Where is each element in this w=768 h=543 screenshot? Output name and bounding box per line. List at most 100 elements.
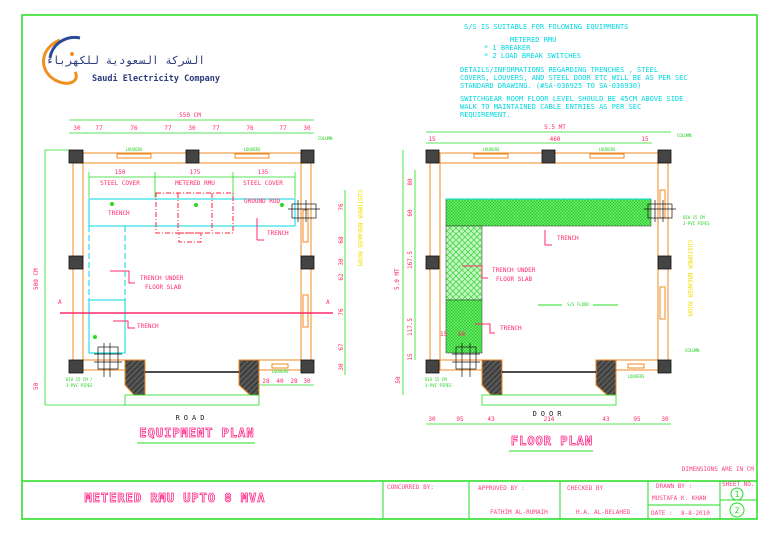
- trench-under-slab-label: FLOOR SLAB: [496, 276, 533, 283]
- cover-label: STEEL COVER: [243, 180, 283, 187]
- trench-under-slab: [88, 299, 126, 354]
- dimension-label: 135: [258, 169, 269, 176]
- dimension-label: 68: [338, 236, 345, 244]
- dimension-label: 60: [407, 209, 414, 217]
- pipes-label: DIA 15 CM: [683, 215, 705, 220]
- dimension-label: 175: [190, 169, 201, 176]
- trench-label: TRENCH: [137, 323, 159, 330]
- dimension-label: 28: [262, 378, 270, 385]
- door-pier: [595, 359, 617, 396]
- dimension-label: 95: [456, 416, 464, 423]
- pvc-pipes-icon: [452, 200, 676, 377]
- notes-floor-line: SWITCHGEAR ROOM FLOOR LEVEL SHOULD BE 45…: [460, 95, 683, 103]
- logo-english: Saudi Electricity Company: [92, 73, 220, 84]
- notes-heading: S/S IS SUITABLE FOR FOLOWING EQUIPMENTS: [464, 23, 628, 31]
- dimension-label: 214: [544, 416, 555, 423]
- dimension-label: 50: [395, 376, 402, 384]
- sheet-circle: [730, 487, 744, 501]
- dimension-label: 30: [188, 125, 196, 132]
- date-label: DATE :: [651, 510, 673, 517]
- trench-under-slab-label: TRENCH UNDER: [140, 275, 184, 282]
- louvers-label: LOUVERS: [244, 147, 261, 152]
- fp-total-width: 5.5 MT: [544, 124, 566, 131]
- dimension-label: 77: [279, 125, 287, 132]
- fp-left-total: 5.0 MT: [394, 268, 401, 290]
- room-label: CUSTOMER BREAKER ROOM: [356, 190, 363, 266]
- notes-floor-line: WALK TO MAINTAINED CABLE ENTRIES AS PER …: [460, 103, 641, 111]
- dimension-label: 77: [164, 125, 172, 132]
- column-label: COLUMN: [318, 136, 333, 141]
- column: [541, 149, 556, 164]
- door-label: DOOR: [533, 410, 566, 418]
- dimension-label: 15: [428, 136, 436, 143]
- drawn-by-name: MUSTAFA K. KHAN: [652, 495, 707, 502]
- dimension-label: 150: [115, 169, 126, 176]
- notes-floor-line: REQUIREMENT.: [460, 111, 511, 119]
- approved-by-name: FATHIM AL-RUMAIH: [490, 509, 548, 516]
- notes-details-line: DETAILS/INFORMATIONS REGARDING TRENCHES …: [460, 66, 658, 74]
- eq-total-width: 550 CM: [179, 112, 201, 119]
- trench-dim: 60: [458, 331, 466, 338]
- sheet-no-label: SHEET NO.: [722, 481, 755, 488]
- notes-details-line: COVERS, LOUVERS, AND STEEL DOOR ETC WILL…: [460, 74, 688, 82]
- dimension-label: 30: [428, 416, 436, 423]
- louver: [234, 153, 270, 159]
- dimension-label: 30: [661, 416, 669, 423]
- column: [68, 359, 84, 374]
- logo-arc-icon: [48, 35, 81, 59]
- notes-item: * 1 BREAKER: [484, 44, 531, 52]
- cover-label: METERED RMU: [175, 180, 215, 187]
- dimension-label: 67: [338, 343, 345, 351]
- eq-left-bottom: 50: [33, 382, 40, 390]
- dimension-label: 30: [73, 125, 81, 132]
- column-label: COLUMN: [677, 133, 692, 138]
- column: [68, 255, 84, 270]
- column: [425, 149, 440, 164]
- dimension-label: 76: [246, 125, 254, 132]
- dimension-label: 15: [641, 136, 649, 143]
- louvers-label: LOUVERS: [628, 374, 645, 379]
- pipes-label: 3-PVC PIPES: [683, 221, 710, 226]
- trench-under-slab-label: FLOOR SLAB: [145, 284, 182, 291]
- section-mark: A: [58, 299, 62, 306]
- pipes-label: 3-PVC PIPES: [66, 383, 93, 388]
- dimensions-note: DIMENSIONS ARE IN CM: [682, 466, 755, 473]
- trench-label: TRENCH: [108, 210, 130, 217]
- trench-label: TRENCH: [557, 235, 579, 242]
- pvc-pipes-icon: [94, 200, 320, 377]
- louvers-label: LOUVERS: [126, 147, 143, 152]
- trench-under-slab: [445, 225, 483, 301]
- sec-logo: الشركة السعودية للكهرباء Saudi Electrici…: [42, 35, 220, 85]
- pipes-label: 3-PVC PIPES: [425, 383, 452, 388]
- drawing-title: METERED RMU UPTO 8 MVA: [85, 491, 266, 505]
- ground-rod: [280, 203, 284, 207]
- pipes-label: DIA 15 CM /: [66, 377, 93, 382]
- sheet-total: 2: [735, 506, 740, 515]
- column: [300, 255, 315, 270]
- dimension-label: 76: [338, 308, 345, 316]
- dimension-label: 95: [633, 416, 641, 423]
- equipment-plan-title: EQUIPMENT PLAN: [139, 426, 254, 440]
- sheet-number: 1: [735, 490, 740, 499]
- louver: [116, 153, 152, 159]
- dimension-label: 62: [338, 273, 345, 281]
- eq-left-total: 500 CM: [33, 268, 40, 290]
- dimension-label: 15: [407, 353, 414, 361]
- metered-rmu: [155, 192, 234, 243]
- column: [185, 149, 200, 164]
- column-label: COLUMN: [685, 348, 700, 353]
- cover-label: STEEL COVER: [100, 180, 140, 187]
- column: [657, 359, 672, 374]
- dimension-label: 30: [303, 125, 311, 132]
- door-pier: [124, 359, 146, 396]
- ground-rod-label: GROUND ROD: [244, 198, 281, 205]
- column: [657, 149, 672, 164]
- sheet-circle: [729, 502, 745, 518]
- louvers-label: LOUVERS: [483, 147, 500, 152]
- column: [425, 359, 440, 374]
- concurred-by-label: CONCURRED BY:: [387, 484, 434, 491]
- notes-item: * 2 LOAD BREAK SWITCHES: [484, 52, 581, 60]
